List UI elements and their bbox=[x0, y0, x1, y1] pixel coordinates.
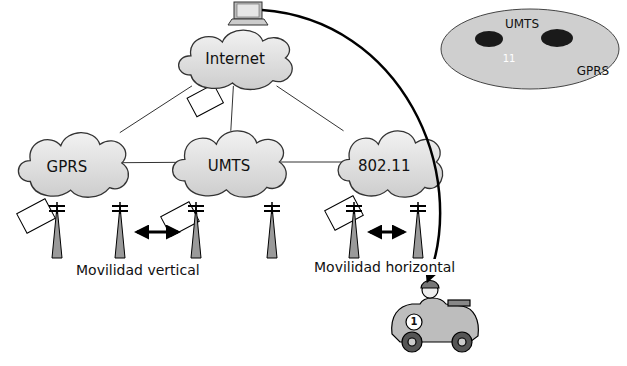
laptop-icon bbox=[234, 2, 262, 19]
mobility-arrow bbox=[137, 231, 178, 234]
cloud-outline bbox=[18, 133, 128, 198]
mobility-arrow bbox=[370, 231, 404, 234]
controller-box bbox=[187, 84, 223, 117]
car-illustration bbox=[448, 300, 470, 306]
cloud-outline bbox=[173, 131, 287, 197]
antenna-symbol bbox=[264, 210, 280, 212]
network-cloud: 802.11 bbox=[332, 124, 448, 200]
antenna-symbol bbox=[346, 210, 362, 212]
car-illustration bbox=[402, 332, 422, 352]
network-cloud: GPRS bbox=[12, 126, 134, 200]
coverage-area: 11 UMTS GPRS bbox=[440, 8, 620, 90]
cloud-outline bbox=[338, 131, 443, 197]
ellipse-outline bbox=[441, 9, 619, 89]
antenna-symbol bbox=[195, 202, 197, 214]
network-name: Internet bbox=[205, 51, 265, 68]
antenna-symbol bbox=[353, 202, 355, 214]
controller-box bbox=[17, 84, 364, 236]
antenna-symbol bbox=[49, 210, 65, 212]
antenna-symbol bbox=[49, 202, 426, 258]
area-name: 11 bbox=[503, 52, 516, 63]
antenna-symbol bbox=[112, 205, 128, 207]
network-link bbox=[123, 162, 177, 163]
antenna-symbol bbox=[346, 205, 362, 207]
car-illustration bbox=[452, 332, 472, 352]
laptop-icon bbox=[228, 2, 268, 25]
car-illustration bbox=[406, 314, 422, 330]
network-link bbox=[231, 86, 234, 131]
antenna-symbol bbox=[119, 202, 121, 214]
controller-box bbox=[17, 199, 56, 233]
mobility-label: Movilidad vertical bbox=[76, 262, 200, 278]
network-cloud: UMTS bbox=[166, 124, 292, 200]
antenna-symbol bbox=[410, 205, 426, 207]
network-link bbox=[277, 86, 344, 131]
network-link bbox=[120, 86, 192, 133]
car-illustration bbox=[392, 281, 479, 353]
controller-box bbox=[325, 196, 364, 230]
network-name: 802.11 bbox=[358, 158, 411, 175]
network-link bbox=[281, 162, 343, 163]
laptop-icon bbox=[228, 19, 268, 25]
area-name: UMTS bbox=[505, 18, 539, 31]
cloud-outline bbox=[179, 30, 293, 89]
car-illustration bbox=[408, 338, 416, 346]
network-name: GPRS bbox=[47, 158, 88, 175]
antenna-symbol bbox=[49, 205, 65, 207]
area-name: GPRS bbox=[577, 65, 610, 78]
coverage-spot bbox=[475, 31, 503, 47]
network-cloud: Internet bbox=[172, 24, 298, 92]
car-illustration bbox=[458, 338, 466, 346]
antenna-symbol bbox=[188, 210, 204, 212]
antenna-symbol bbox=[188, 205, 204, 207]
car-illustration bbox=[421, 281, 439, 289]
antenna-symbol bbox=[56, 202, 58, 214]
antenna-symbol bbox=[410, 210, 426, 212]
antenna-symbol bbox=[112, 210, 128, 212]
laptop-icon bbox=[237, 4, 259, 17]
antenna-symbol bbox=[271, 202, 273, 214]
mobility-label: Movilidad horizontal bbox=[312, 259, 457, 275]
mobility-arrow bbox=[137, 231, 404, 234]
antenna-symbol bbox=[417, 202, 419, 214]
callout-number: 1 bbox=[411, 316, 418, 328]
network-name: UMTS bbox=[208, 158, 251, 175]
antenna-symbol bbox=[264, 205, 280, 207]
coverage-spot bbox=[541, 29, 573, 47]
